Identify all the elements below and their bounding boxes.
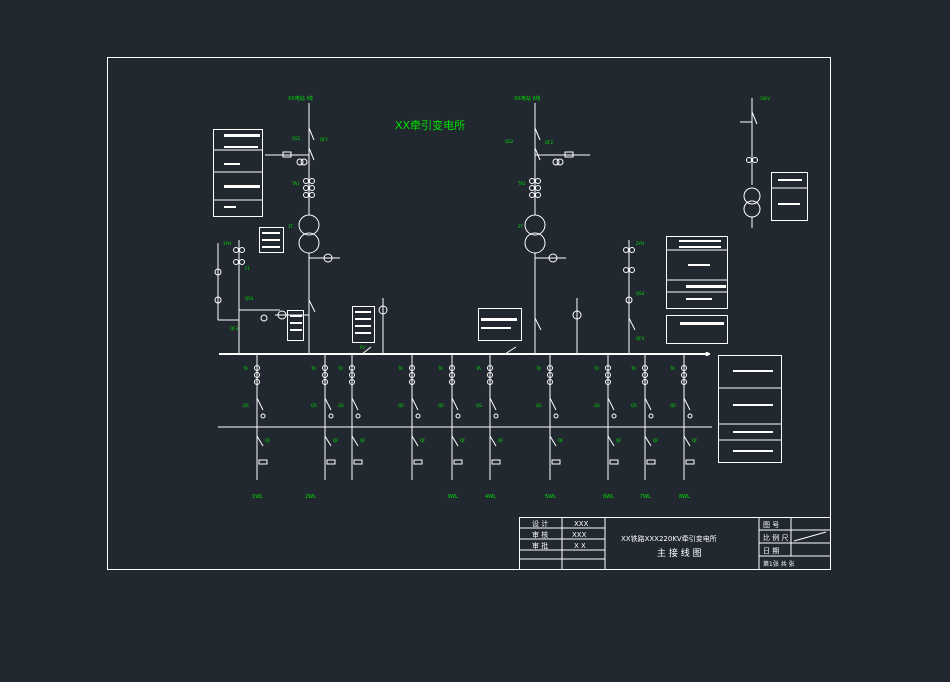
svg-text:QS3: QS3 [245,296,254,301]
right-info-panel [666,236,728,344]
svg-text:QF: QF [616,438,622,443]
drawing-name: 主 接 线 图 [657,547,702,559]
approver-label: 审 批 [532,541,548,550]
svg-text:QS2: QS2 [505,139,514,144]
svg-text:QS: QS [338,403,344,408]
title-block: 设 计 XXX 审 核 XXX 审 批 X X XX铁路XXX220KV牵引变电… [519,517,831,570]
line1-label: XX电站 I线 [288,95,313,102]
checker-value: XXX [572,531,587,539]
svg-text:QF: QF [460,438,466,443]
left-info-panel [213,129,284,253]
drawing-border [107,57,831,570]
bus-info-panel [718,355,782,463]
svg-text:QF4: QF4 [636,336,644,341]
svg-text:2T: 2T [518,224,524,229]
svg-text:QS: QS [438,403,444,408]
center-left-panel: FV [287,298,388,355]
svg-text:QS4: QS4 [636,291,645,296]
svg-text:TA: TA [310,366,316,371]
sheet-label: 第1张 共 张 [763,560,795,568]
checker-label: 审 核 [532,530,548,539]
scale-label: 比 例 尺 [763,533,788,542]
station-service-transformer: 10kV [740,96,808,228]
svg-text:FV: FV [360,345,365,350]
incoming-line-2: XX电站 II线 QS2 QF2 TA2 2T [505,95,590,355]
feeder-label: 6WL [603,494,614,500]
svg-text:TA: TA [242,366,248,371]
svg-text:QS: QS [311,403,317,408]
feeder-label: 1WL [252,494,263,500]
svg-text:QF: QF [333,438,339,443]
svg-text:QF: QF [653,438,659,443]
svg-text:TA: TA [475,366,481,371]
svg-text:QS: QS [398,403,404,408]
feeder-label: 8WL [679,494,690,500]
svg-text:QF: QF [558,438,564,443]
svg-text:QF: QF [498,438,504,443]
feeder-label: 5WL [545,494,556,500]
aux-branch-left: 1YH F1 QS3 QF3 [214,240,280,355]
svg-text:TA: TA [437,366,443,371]
svg-text:2YH: 2YH [636,241,644,246]
svg-text:QS: QS [243,403,249,408]
svg-text:QS: QS [594,403,600,408]
svg-text:QF: QF [360,438,366,443]
svg-text:TA2: TA2 [517,181,526,186]
svg-text:QS: QS [670,403,676,408]
transformer-2 [524,214,546,236]
svg-text:1YH: 1YH [223,241,231,246]
designer-value: XXX [574,520,589,528]
svg-text:TA: TA [337,366,343,371]
svg-text:QF: QF [420,438,426,443]
feeder-label: 3WL [447,494,458,500]
feeder-label: 4WL [485,494,496,500]
feeder-bays: TA QS QF TA QS QF TA QS QF TA QS QF TA QS QF TA QS QF TA QS… [242,354,698,500]
date-label: 日 期 [763,547,779,555]
svg-text:QS: QS [536,403,542,408]
figure-no-label: 图 号 [763,521,779,529]
svg-text:F1: F1 [245,266,250,271]
svg-text:QS1: QS1 [292,136,301,141]
incoming-line-1: XX电站 I线 QS1 QF1 TA1 1T [265,95,340,355]
aux-branch-right: 2YH QS4 QF4 [623,240,645,355]
svg-text:QF: QF [265,438,271,443]
feeder-label: 7WL [640,494,651,500]
svg-text:QF1: QF1 [320,137,328,142]
svg-text:TA: TA [630,366,636,371]
svg-text:QF3: QF3 [230,326,238,331]
svg-text:QF2: QF2 [545,140,553,145]
svg-text:TA1: TA1 [291,181,300,186]
svg-text:TA: TA [593,366,599,371]
svg-text:TA: TA [397,366,403,371]
station-title: XX牵引变电所 [395,118,465,132]
svg-text:TA: TA [535,366,541,371]
svg-text:1T: 1T [288,224,294,229]
approver-value: X X [574,542,586,550]
center-right-panel [478,308,522,341]
designer-label: 设 计 [532,519,548,528]
line2-label: XX电站 II线 [514,95,540,102]
feeder-label: 2WL [305,494,316,500]
svg-text:QF: QF [692,438,698,443]
project-title: XX铁路XXX220KV牵引变电所 [621,534,717,543]
svg-text:QS: QS [631,403,637,408]
transformer-1 [298,214,320,236]
svg-text:10kV: 10kV [760,96,770,101]
svg-text:TA: TA [669,366,675,371]
svg-text:QS: QS [476,403,482,408]
